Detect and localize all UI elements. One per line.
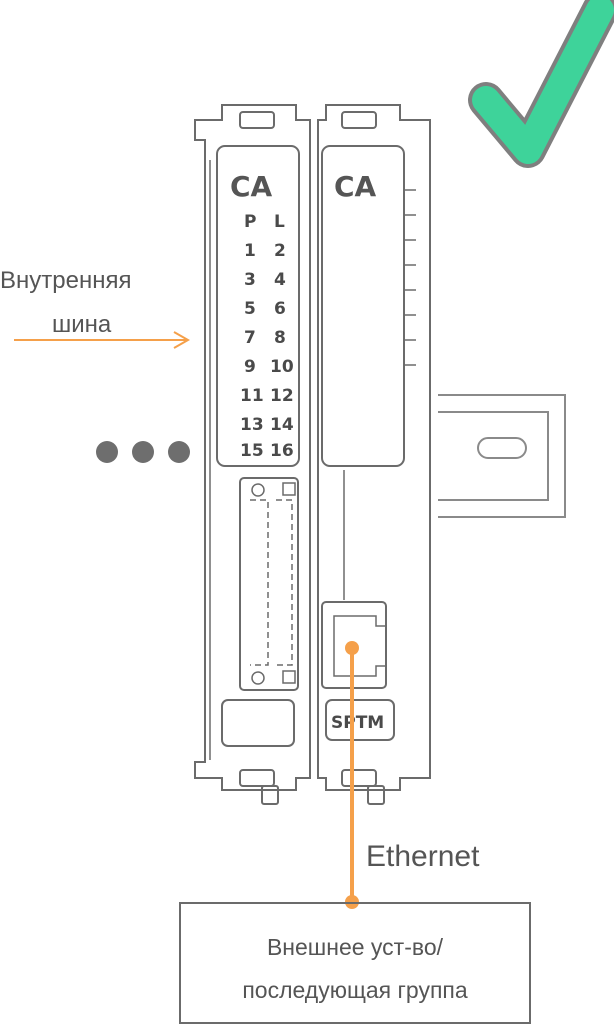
badge-label: SPTM [331, 713, 384, 733]
channel-label: 5 [244, 299, 256, 319]
channel-label: 2 [274, 241, 286, 261]
ellipsis-icon [96, 441, 190, 463]
checkmark-icon [468, 0, 614, 168]
internal-bus-label-line2: шина [52, 311, 112, 338]
module-right [317, 104, 431, 805]
channel-label: 15 [240, 441, 264, 461]
channel-label: 3 [244, 270, 256, 290]
external-device-label-line1: Внешнее уст-во/ [267, 934, 444, 960]
channel-label: 11 [240, 386, 264, 406]
channel-label: 16 [270, 441, 294, 461]
channel-label: 9 [244, 357, 256, 377]
channel-label: 10 [270, 357, 294, 377]
channel-label: 12 [270, 386, 294, 406]
external-device-label-line2: последующая группа [242, 977, 468, 1003]
channel-label: 4 [274, 270, 286, 290]
channel-label: 8 [274, 328, 286, 348]
terminal-block-left [250, 482, 296, 685]
internal-bus-label-line1: Внутренняя [0, 267, 131, 294]
ethernet-cable [345, 641, 359, 909]
channel-label: 6 [274, 299, 286, 319]
channel-label: 13 [240, 415, 264, 435]
channel-label: L [274, 212, 285, 232]
channel-label: 14 [270, 415, 294, 435]
external-device-box [179, 902, 531, 1024]
module-left [194, 104, 311, 805]
channel-label: 1 [244, 241, 256, 261]
internal-bus-arrow [14, 331, 191, 349]
logo-left: CA [230, 170, 273, 203]
ethernet-label: Ethernet [366, 840, 480, 873]
badge-sptm [325, 699, 395, 741]
channel-labels: P L 1 2 3 4 5 6 7 8 9 10 11 12 13 14 15 … [240, 212, 294, 461]
channel-label: P [244, 212, 256, 232]
logo-right: CA [334, 170, 377, 203]
din-rail [438, 394, 566, 518]
channel-label: 7 [244, 328, 256, 348]
